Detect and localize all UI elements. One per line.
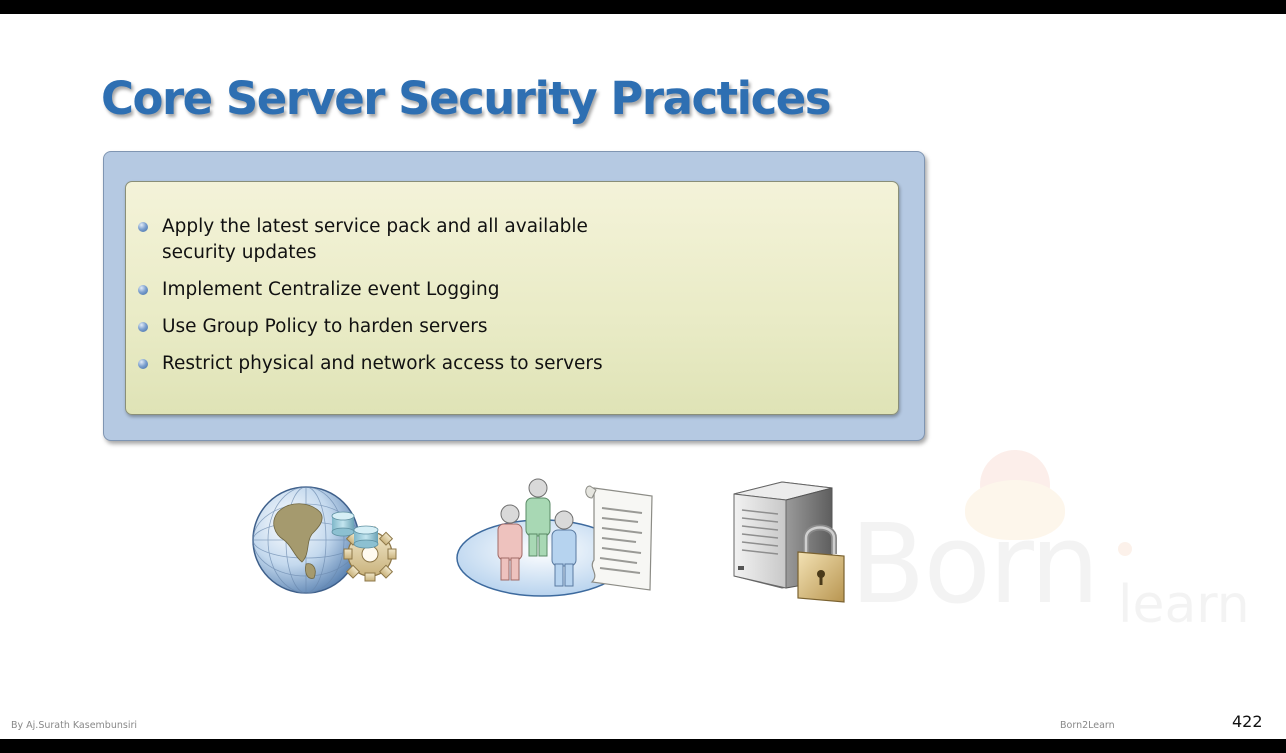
server-lock-icon: [730, 480, 852, 608]
page-number: 422: [1232, 712, 1263, 731]
footer-author: By Aj.Surath Kasembunsiri: [11, 720, 138, 731]
slide-title: Core Server Security Practices: [101, 72, 832, 125]
content-panel: [125, 181, 899, 415]
bottom-letterbox-bar: [0, 739, 1286, 753]
bullet-item: Restrict physical and network access to …: [138, 351, 722, 377]
users-policy-icon: [454, 478, 662, 600]
bullet-text: Use Group Policy to harden servers: [162, 316, 488, 337]
bullet-dot-icon: [138, 222, 148, 232]
bullet-text: Restrict physical and network access to …: [162, 353, 603, 374]
globe-gears-icon: [248, 484, 400, 599]
bullet-list: Apply the latest service pack and all av…: [138, 214, 722, 388]
bullet-dot-icon: [138, 359, 148, 369]
bullet-item: Apply the latest service pack and all av…: [138, 214, 592, 266]
bullet-text: Apply the latest service pack and all av…: [162, 216, 588, 263]
top-letterbox-bar: [0, 0, 1286, 14]
bullet-item: Use Group Policy to harden servers: [138, 314, 722, 340]
bullet-dot-icon: [138, 322, 148, 332]
bullet-item: Implement Centralize event Logging: [138, 277, 722, 303]
watermark-big-text: Born: [850, 500, 1100, 628]
bullet-text: Implement Centralize event Logging: [162, 279, 500, 300]
brand-watermark: Born learn: [850, 440, 1270, 650]
bullet-dot-icon: [138, 285, 148, 295]
watermark-small-text: learn: [1118, 575, 1250, 635]
footer-brand: Born2Learn: [1060, 720, 1115, 731]
